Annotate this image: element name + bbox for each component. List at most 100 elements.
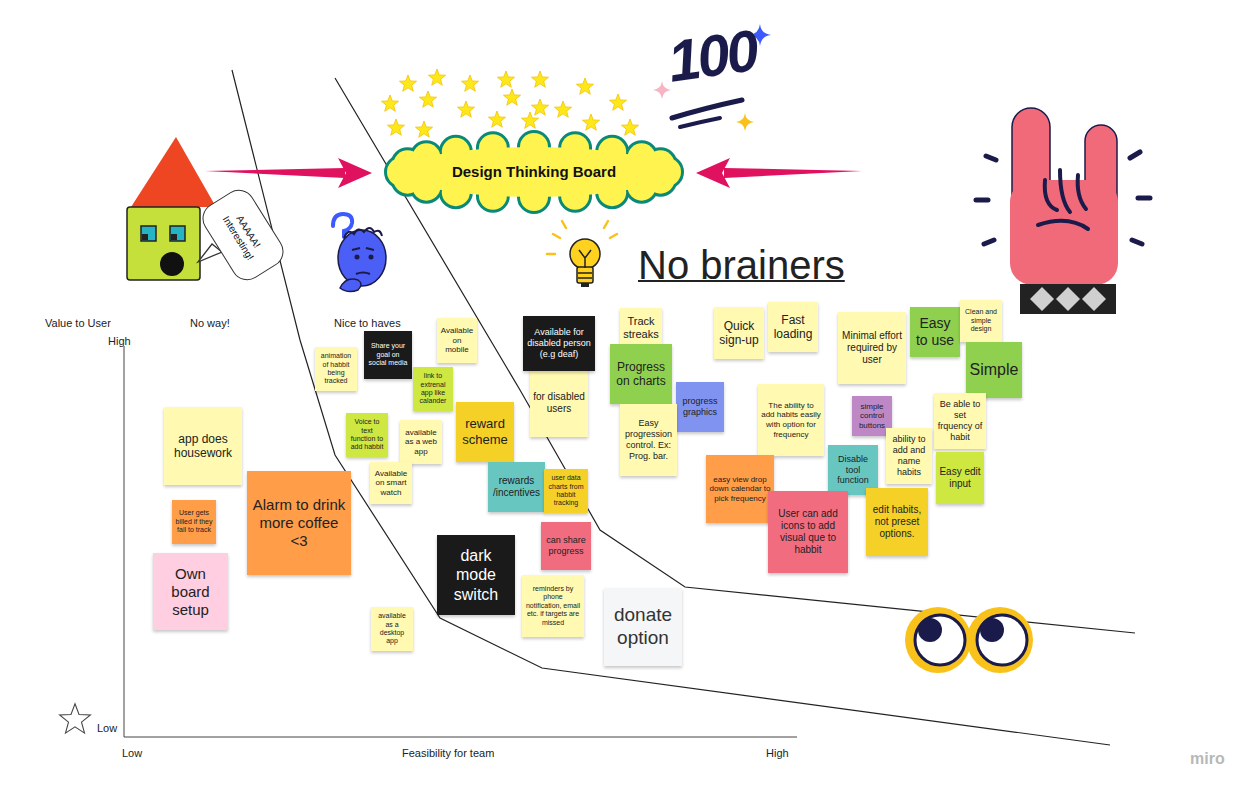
- sticky-note: progress graphics: [676, 382, 724, 432]
- note-text: Be able to set frquency of habit: [937, 399, 983, 442]
- googly-eyes: [905, 607, 1033, 673]
- note-text: Voice to text function to add habbit: [349, 418, 385, 452]
- sticky-note: Simple: [966, 342, 1022, 398]
- sticky-note: Track streaks: [620, 308, 662, 348]
- sticky-note: available as a desktop app: [371, 607, 413, 651]
- note-text: Fast loading: [771, 313, 815, 342]
- note-text: Alarm to drink more coffee <3: [250, 496, 348, 550]
- axis-tick: Low: [122, 747, 142, 759]
- axis-tick: High: [108, 335, 131, 347]
- sticky-note: user data charts from habbit tracking: [544, 469, 588, 513]
- star: [488, 111, 505, 127]
- sticky-note: Share your goal on social media: [364, 331, 412, 379]
- note-text: Quick sign-up: [717, 319, 761, 348]
- sticky-note: Easy to use: [910, 307, 960, 357]
- sticky-note: Be able to set frquency of habit: [934, 393, 986, 449]
- note-text: available as a web app: [403, 428, 439, 457]
- note-text: User can add icons to add visual que to …: [771, 508, 845, 556]
- sticky-note: User can add icons to add visual que to …: [768, 491, 848, 573]
- axis-tick: Low: [97, 722, 117, 734]
- sticky-note: animation of habbit being tracked: [315, 347, 357, 391]
- bulb-filament: [578, 250, 592, 278]
- face-mouth: [356, 273, 370, 275]
- sticky-note: available as a web app: [400, 420, 442, 464]
- note-text: available as a desktop app: [374, 612, 410, 646]
- star: [503, 89, 520, 105]
- house-face: [127, 207, 200, 280]
- house-roof: [131, 137, 216, 207]
- note-text: reward scheme: [459, 416, 511, 447]
- sticky-note: Minimal effort required by user: [838, 312, 906, 384]
- watermark: miro: [1190, 750, 1225, 768]
- note-text: Available on mobile: [440, 326, 474, 355]
- pointer-arrow: [724, 168, 862, 178]
- axis-title: Value to User: [45, 317, 111, 329]
- star: [609, 94, 626, 110]
- face-hair: [344, 228, 382, 238]
- hand-fold: [1038, 170, 1088, 229]
- zone-boundary: [335, 78, 1135, 633]
- note-text: Minimal effort required by user: [841, 330, 903, 366]
- note-text: rewards /incentives: [491, 475, 542, 499]
- eye-pupil: [980, 618, 1004, 642]
- title-text: Design Thinking Board: [385, 163, 683, 181]
- note-text: ability to add and name habits: [889, 434, 929, 477]
- axis-title: Feasibility for team: [402, 747, 494, 759]
- sticky-note: Available on smart watch: [370, 462, 412, 504]
- note-text: easy view drop down calendar to pick fre…: [709, 475, 771, 504]
- star: [381, 95, 398, 111]
- note-text: User gets billed if they fail to track: [175, 509, 213, 534]
- star: [531, 71, 548, 87]
- star-outline: [60, 704, 91, 733]
- note-text: Disable tool function: [831, 454, 875, 486]
- note-text: edit habits, not preset options.: [869, 504, 925, 540]
- sticky-note: donate option: [604, 588, 682, 666]
- star: [457, 101, 474, 117]
- sticky-note: Easy progression control. Ex: Prog. bar.: [620, 404, 677, 476]
- note-text: Track streaks: [623, 315, 659, 341]
- house-eye: [170, 226, 185, 241]
- eye-rim: [967, 607, 1033, 673]
- star: [399, 75, 416, 91]
- star: [497, 71, 514, 87]
- underline-stroke: [672, 100, 742, 118]
- note-text: donate option: [607, 604, 679, 650]
- note-text: for disabled users: [533, 391, 585, 415]
- axis-tick: High: [766, 747, 789, 759]
- note-text: Easy edit input: [939, 466, 981, 490]
- note-text: Available for disabled person (e.g deaf): [526, 327, 592, 359]
- sticky-note: edit habits, not preset options.: [866, 488, 928, 556]
- note-text: Clean and simple design: [963, 308, 999, 333]
- eye-rim: [905, 607, 971, 673]
- cuff-stud: [1056, 287, 1080, 311]
- sticky-note: reminders by phone notification, email e…: [522, 575, 584, 637]
- zone-label: No way!: [190, 317, 230, 329]
- note-text: can share progress: [544, 535, 588, 557]
- pointer-arrow-head: [696, 158, 730, 188]
- bulb-ray: [547, 221, 617, 254]
- star: [428, 69, 445, 85]
- note-text: user data charts from habbit tracking: [547, 474, 585, 508]
- note-text: Progress on charts: [613, 360, 669, 389]
- note-text: The ability to add habits easily with op…: [761, 401, 821, 439]
- rock-hand: [976, 108, 1150, 314]
- note-text: dark mode switch: [440, 546, 512, 604]
- sticky-note: reward scheme: [456, 402, 514, 462]
- eye-white: [977, 615, 1027, 665]
- star: [621, 119, 638, 135]
- sticky-note: User gets billed if they fail to track: [172, 500, 216, 544]
- star-cluster: [381, 69, 638, 137]
- cuff-stud: [1082, 287, 1106, 311]
- note-text: progress graphics: [679, 396, 721, 418]
- star: [582, 114, 599, 130]
- pointer-arrow-head: [338, 158, 372, 188]
- bulb-cap: [581, 283, 589, 287]
- sticky-note: Alarm to drink more coffee <3: [247, 471, 351, 575]
- note-text: simple control buttons: [855, 402, 889, 431]
- bulb-base: [577, 267, 593, 283]
- face-brow: [352, 248, 374, 250]
- sticky-note: Progress on charts: [610, 344, 672, 404]
- sticky-note: Voice to text function to add habbit: [346, 413, 388, 457]
- note-text: Easy to use: [913, 315, 957, 349]
